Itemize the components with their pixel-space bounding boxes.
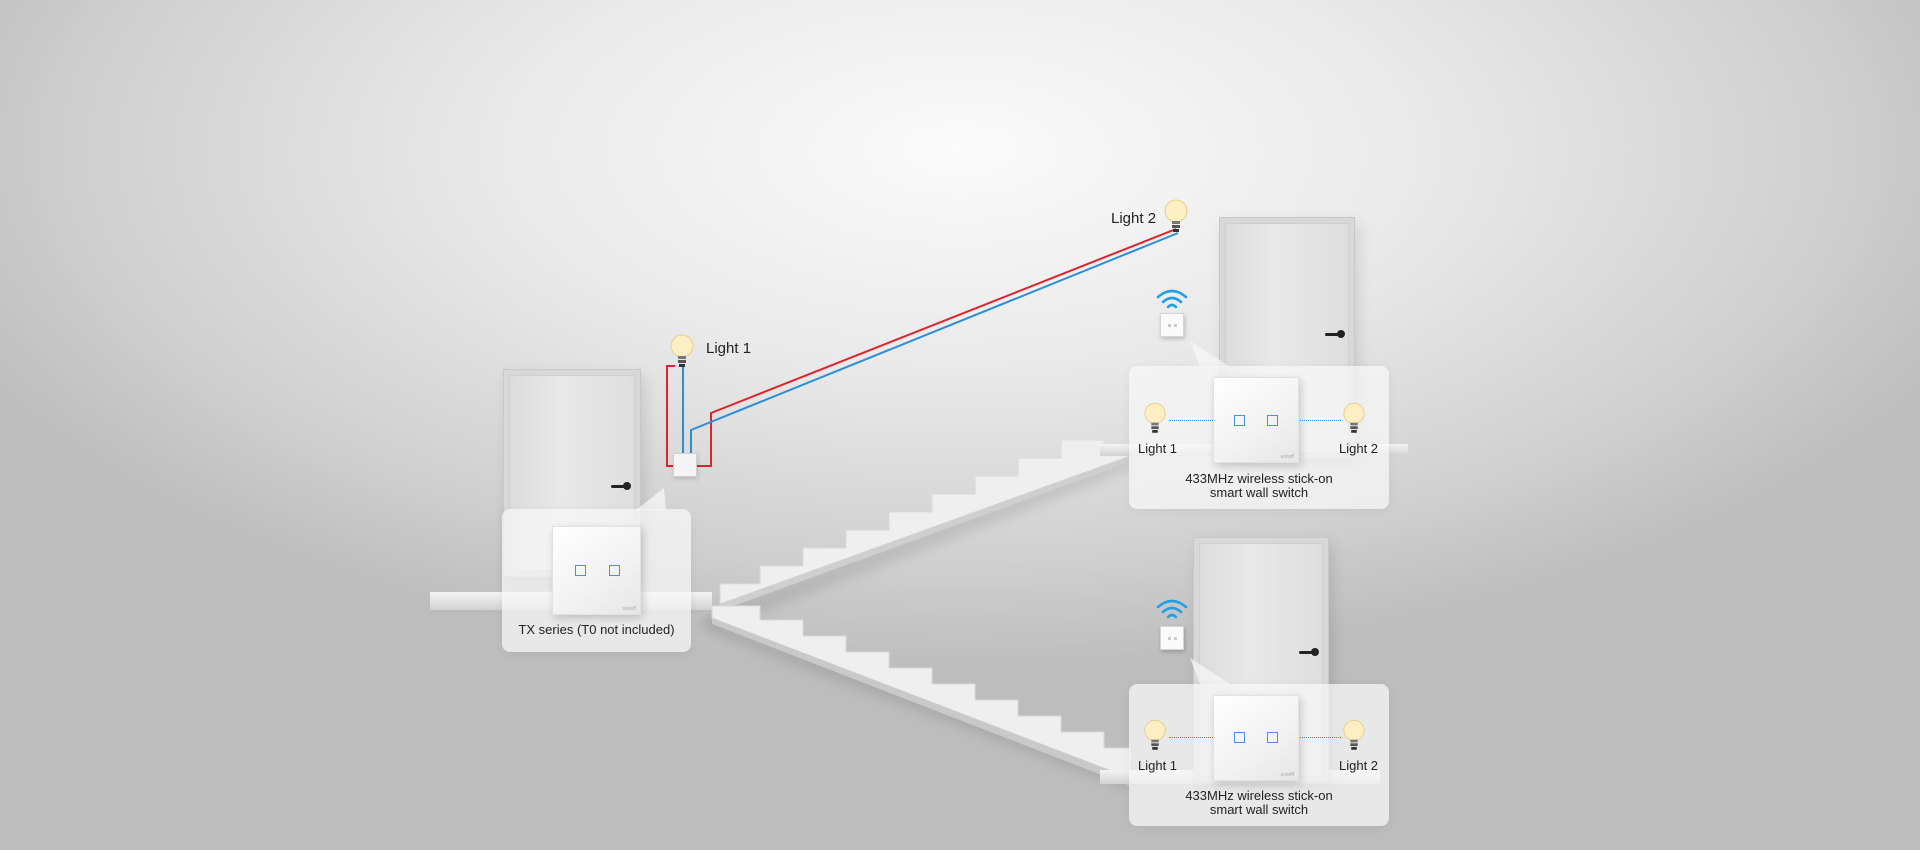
door-handle-icon bbox=[1299, 648, 1319, 656]
wireless-panel-lower: sonoff Light 1 Light 2 433MHz wireless s… bbox=[1129, 684, 1389, 826]
tx-panel: sonoff TX series (T0 not included) bbox=[502, 509, 691, 652]
wireless-caption-line1: 433MHz wireless stick-on bbox=[1185, 471, 1333, 486]
light2-label: Light 2 bbox=[1111, 210, 1157, 227]
wall-switch-box bbox=[673, 453, 697, 477]
wireless-key-2[interactable] bbox=[1267, 732, 1278, 743]
door-handle-icon bbox=[611, 482, 631, 490]
wireless-key-1[interactable] bbox=[1234, 415, 1245, 426]
panel-light1-label: Light 1 bbox=[1138, 758, 1178, 773]
link-line-right bbox=[1285, 420, 1341, 421]
tx-key-2[interactable] bbox=[609, 565, 620, 576]
wifi-icon bbox=[1156, 599, 1188, 619]
wireless-switch-plate: sonoff bbox=[1213, 377, 1299, 463]
tx-key-1[interactable] bbox=[575, 565, 586, 576]
upper-panel-pointer bbox=[1190, 341, 1230, 367]
lightbulb-icon bbox=[1164, 199, 1188, 232]
lightbulb-icon bbox=[1343, 719, 1365, 750]
wireless-key-2[interactable] bbox=[1267, 415, 1278, 426]
neutral-wire bbox=[682, 232, 1179, 459]
link-line-left bbox=[1169, 420, 1229, 421]
wireless-switch-lower bbox=[1160, 626, 1184, 650]
wifi-icon bbox=[1156, 289, 1188, 309]
lower-panel-pointer bbox=[1190, 658, 1230, 684]
tx-panel-pointer bbox=[636, 488, 666, 510]
wireless-caption-line2: smart wall switch bbox=[1209, 485, 1309, 500]
light1-label: Light 1 bbox=[706, 340, 752, 357]
brand-mark: sonoff bbox=[1280, 772, 1294, 778]
wireless-switch-upper bbox=[1160, 313, 1184, 337]
panel-light2-label: Light 2 bbox=[1339, 441, 1379, 456]
wireless-caption-line1: 433MHz wireless stick-on bbox=[1185, 788, 1333, 803]
wireless-panel-upper: sonoff Light 1 Light 2 433MHz wireless s… bbox=[1129, 366, 1389, 509]
lightbulb-icon bbox=[1343, 402, 1365, 433]
lightbulb-icon bbox=[1144, 402, 1166, 433]
lower-staircase-steps bbox=[711, 605, 1131, 779]
panel-light2-label: Light 2 bbox=[1339, 758, 1379, 773]
panel-light1-label: Light 1 bbox=[1138, 441, 1178, 456]
brand-mark: sonoff bbox=[622, 606, 636, 612]
lightbulb-icon bbox=[1144, 719, 1166, 750]
tx-caption: TX series (T0 not included) bbox=[518, 622, 675, 637]
wireless-switch-plate: sonoff bbox=[1213, 695, 1299, 781]
link-line-right bbox=[1285, 737, 1341, 738]
lightbulb-icon bbox=[670, 334, 694, 367]
wireless-caption-line2: smart wall switch bbox=[1209, 802, 1309, 817]
tx-switch-plate: sonoff bbox=[552, 526, 641, 615]
upper-staircase bbox=[719, 439, 1131, 605]
door-handle-icon bbox=[1325, 330, 1345, 338]
wireless-key-1[interactable] bbox=[1234, 732, 1245, 743]
link-line-left bbox=[1169, 737, 1229, 738]
brand-mark: sonoff bbox=[1280, 454, 1294, 460]
